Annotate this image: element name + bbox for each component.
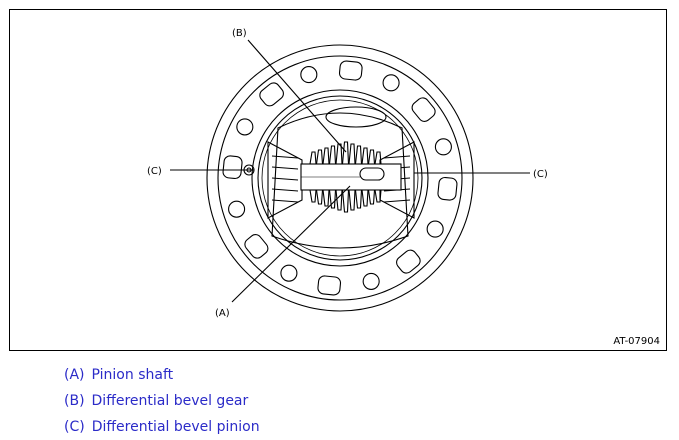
legend-item-b: (B) Differential bevel gear [64, 388, 260, 414]
callout-a: (A) [215, 308, 230, 319]
flange-hole [222, 155, 243, 180]
case-middle-ring [257, 95, 423, 261]
leader-b [247, 39, 347, 153]
gear-tooth [361, 147, 369, 165]
flange-hole [236, 118, 254, 136]
differential-illustration: (B) (C) (C) (A) [147, 28, 548, 319]
gear-tooth [341, 189, 350, 213]
callout-c-right: (C) [533, 169, 548, 180]
gear-tooth [367, 189, 376, 205]
case-window [271, 112, 409, 249]
gear-tooth [361, 189, 369, 207]
flange-hole [437, 176, 458, 201]
diagram-frame: (B) (C) (C) (A) AT-07904 [9, 9, 667, 351]
legend-label: Pinion shaft [91, 367, 174, 383]
flange-hole [300, 66, 318, 84]
flange-inner-rim [217, 55, 463, 301]
callout-c-left: (C) [147, 166, 162, 177]
gear-tooth [335, 189, 343, 211]
pinion-tooth [383, 155, 411, 159]
gear-tooth [309, 189, 317, 203]
gear-tooth [348, 143, 356, 165]
pinion-tooth [271, 177, 299, 181]
legend-label: Differential bevel gear [91, 393, 249, 409]
upper-bevel-gear [309, 141, 382, 165]
flange-hole [338, 60, 363, 81]
flange-hole [317, 275, 342, 296]
pinion-tooth [271, 188, 299, 192]
flange-hole [244, 234, 269, 259]
gear-tooth [354, 189, 363, 209]
gear-tooth [354, 145, 363, 165]
pinion-tooth [271, 155, 299, 159]
pinion-shaft-end [359, 167, 385, 181]
legend-key: (A) [64, 367, 85, 383]
gear-tooth [309, 151, 317, 165]
legend-list: (A) Pinion shaft (B) Differential bevel ge… [64, 362, 260, 440]
gear-tooth [374, 189, 382, 203]
lower-bevel-gear [309, 189, 382, 213]
legend-label: Differential bevel pinion [91, 419, 260, 435]
flange-hole [280, 264, 298, 282]
flange-outer-rim [206, 44, 474, 312]
gear-tooth [315, 149, 324, 165]
legend-item-a: (A) Pinion shaft [64, 362, 260, 388]
flange-hole [228, 200, 246, 218]
flange-hole [426, 220, 444, 238]
figure-id-label: AT-07904 [613, 336, 660, 347]
legend-key: (B) [64, 393, 85, 409]
flange-hole [396, 249, 421, 274]
gear-tooth [322, 189, 330, 207]
pinion-tooth [271, 199, 299, 203]
gear-tooth [367, 149, 376, 165]
gear-tooth [328, 145, 337, 165]
callout-b: (B) [232, 28, 247, 39]
legend-key: (C) [64, 419, 85, 435]
flange-hole [259, 82, 284, 107]
gear-tooth [322, 147, 330, 165]
gear-tooth [341, 141, 350, 165]
gear-tooth [315, 189, 324, 205]
gear-tooth [348, 189, 356, 211]
gear-tooth [374, 151, 382, 165]
leader-a [231, 185, 351, 303]
case-outer-ring [251, 89, 429, 267]
pinion-tooth [271, 166, 299, 170]
case-upper-opening [325, 106, 387, 128]
left-pinion-block [267, 141, 303, 219]
flange-hole [362, 272, 380, 290]
gear-tooth [328, 189, 337, 209]
flange-hole [382, 74, 400, 92]
pinion-tooth [383, 199, 411, 203]
flange-hole [411, 97, 436, 122]
flange-holes [222, 60, 458, 296]
flange-hole [434, 138, 452, 156]
legend-item-c: (C) Differential bevel pinion [64, 414, 260, 440]
case-inner-ring [261, 99, 419, 257]
